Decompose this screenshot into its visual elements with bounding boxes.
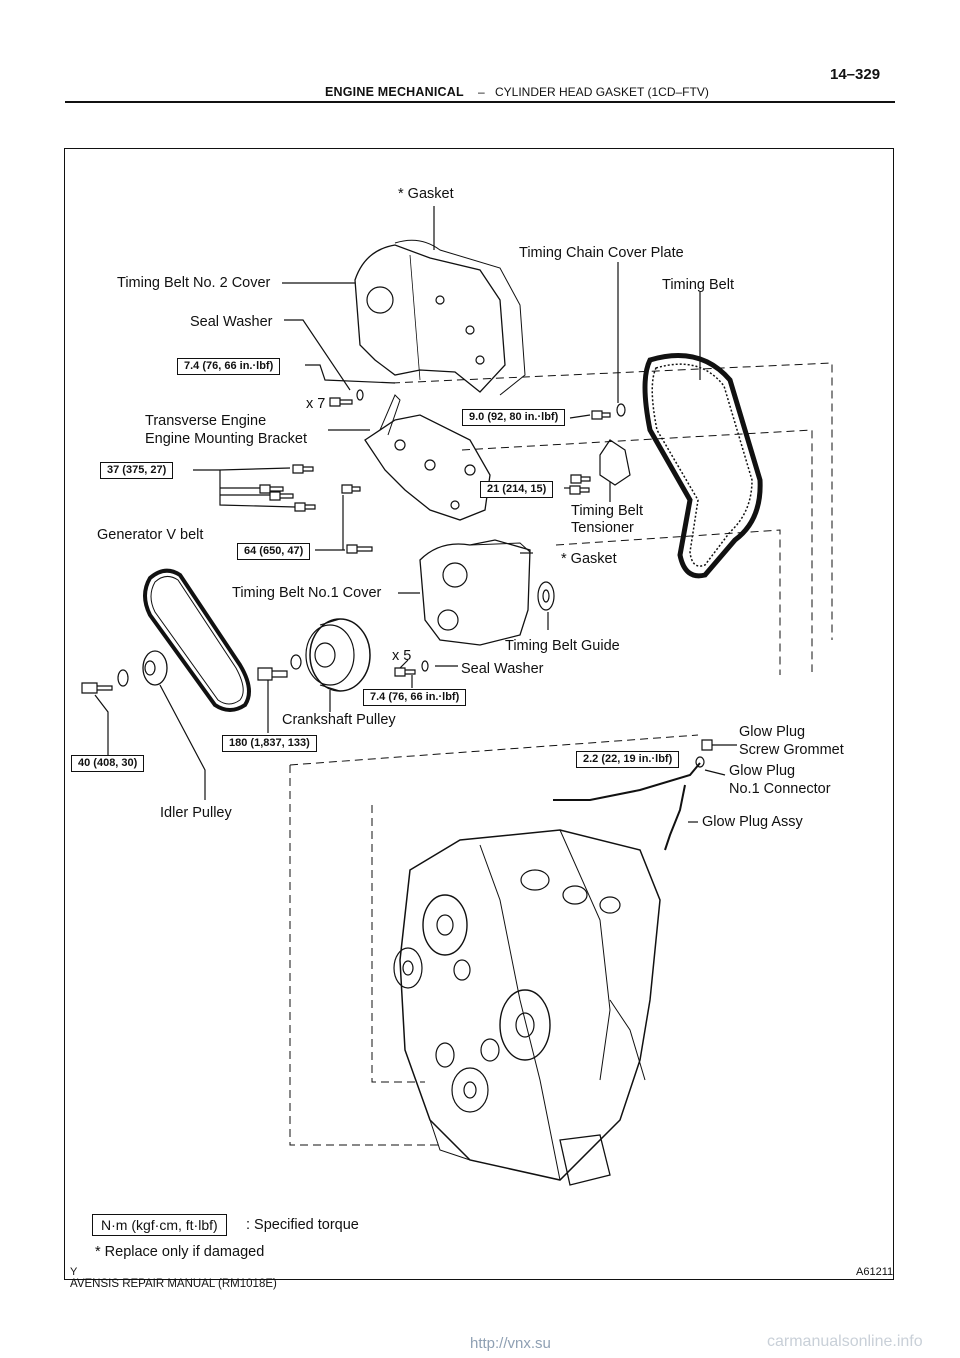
page-number: 14–329	[830, 66, 881, 83]
header-rule	[65, 101, 895, 103]
label-engine-mounting-bracket: Engine Mounting Bracket	[145, 431, 308, 447]
label-timing-belt-no2-cover: Timing Belt No. 2 Cover	[117, 275, 271, 291]
label-glow-plug-grommet-2: Screw Grommet	[739, 742, 844, 758]
torque-21: 21 (214, 15)	[480, 481, 554, 498]
torque-2-2: 2.2 (22, 19 in.·lbf)	[576, 751, 680, 768]
manual-footer: AVENSIS REPAIR MANUAL (RM1018E)	[70, 1278, 277, 1290]
figure-id: A61211	[856, 1266, 894, 1278]
label-generator-v-belt: Generator V belt	[97, 527, 204, 543]
label-x7: x 7	[306, 396, 326, 412]
legend-note: * Replace only if damaged	[95, 1244, 265, 1260]
torque-40: 40 (408, 30)	[71, 755, 145, 772]
legend-unit-box: N·m (kgf·cm, ft·lbf)	[92, 1214, 227, 1236]
label-crankshaft-pulley: Crankshaft Pulley	[282, 712, 396, 728]
torque-7-4-top: 7.4 (76, 66 in.·lbf)	[177, 358, 281, 375]
section-title: ENGINE MECHANICAL	[325, 85, 464, 99]
label-timing-belt-tensioner-2: Tensioner	[571, 520, 634, 536]
watermark-right[interactable]: carmanualsonline.info	[767, 1333, 923, 1350]
corner-mark: Y	[70, 1266, 78, 1278]
label-timing-belt-tensioner-1: Timing Belt	[571, 503, 643, 519]
label-gasket-mid: * Gasket	[561, 551, 617, 567]
label-glow-plug-assy: Glow Plug Assy	[702, 814, 803, 830]
label-glow-plug-grommet-1: Glow Plug	[739, 724, 806, 740]
label-timing-chain-cover-plate: Timing Chain Cover Plate	[519, 245, 684, 261]
torque-7-4-mid: 7.4 (76, 66 in.·lbf)	[363, 689, 467, 706]
legend-unit-description: : Specified torque	[246, 1217, 359, 1233]
torque-37: 37 (375, 27)	[100, 462, 174, 479]
label-timing-belt-no1-cover: Timing Belt No.1 Cover	[232, 585, 382, 601]
label-glow-plug-connector-2: No.1 Connector	[729, 781, 831, 797]
label-x5: x 5	[392, 648, 412, 664]
label-seal-washer-mid: Seal Washer	[461, 661, 544, 677]
watermark-left[interactable]: http://vnx.su	[470, 1335, 551, 1352]
label-transverse-engine: Transverse Engine	[145, 413, 267, 429]
torque-180: 180 (1,837, 133)	[222, 735, 317, 752]
label-idler-pulley: Idler Pulley	[160, 805, 232, 821]
label-gasket-top: * Gasket	[398, 186, 454, 202]
torque-9-0: 9.0 (92, 80 in.·lbf)	[462, 409, 566, 426]
header-separator: –	[478, 85, 485, 99]
label-timing-belt-guide: Timing Belt Guide	[505, 638, 620, 654]
label-timing-belt: Timing Belt	[662, 277, 734, 293]
label-glow-plug-connector-1: Glow Plug	[729, 763, 796, 779]
subsection-title: CYLINDER HEAD GASKET (1CD–FTV)	[495, 85, 709, 99]
figure-frame	[64, 148, 894, 1280]
label-seal-washer-top: Seal Washer	[190, 314, 273, 330]
torque-64: 64 (650, 47)	[237, 543, 311, 560]
